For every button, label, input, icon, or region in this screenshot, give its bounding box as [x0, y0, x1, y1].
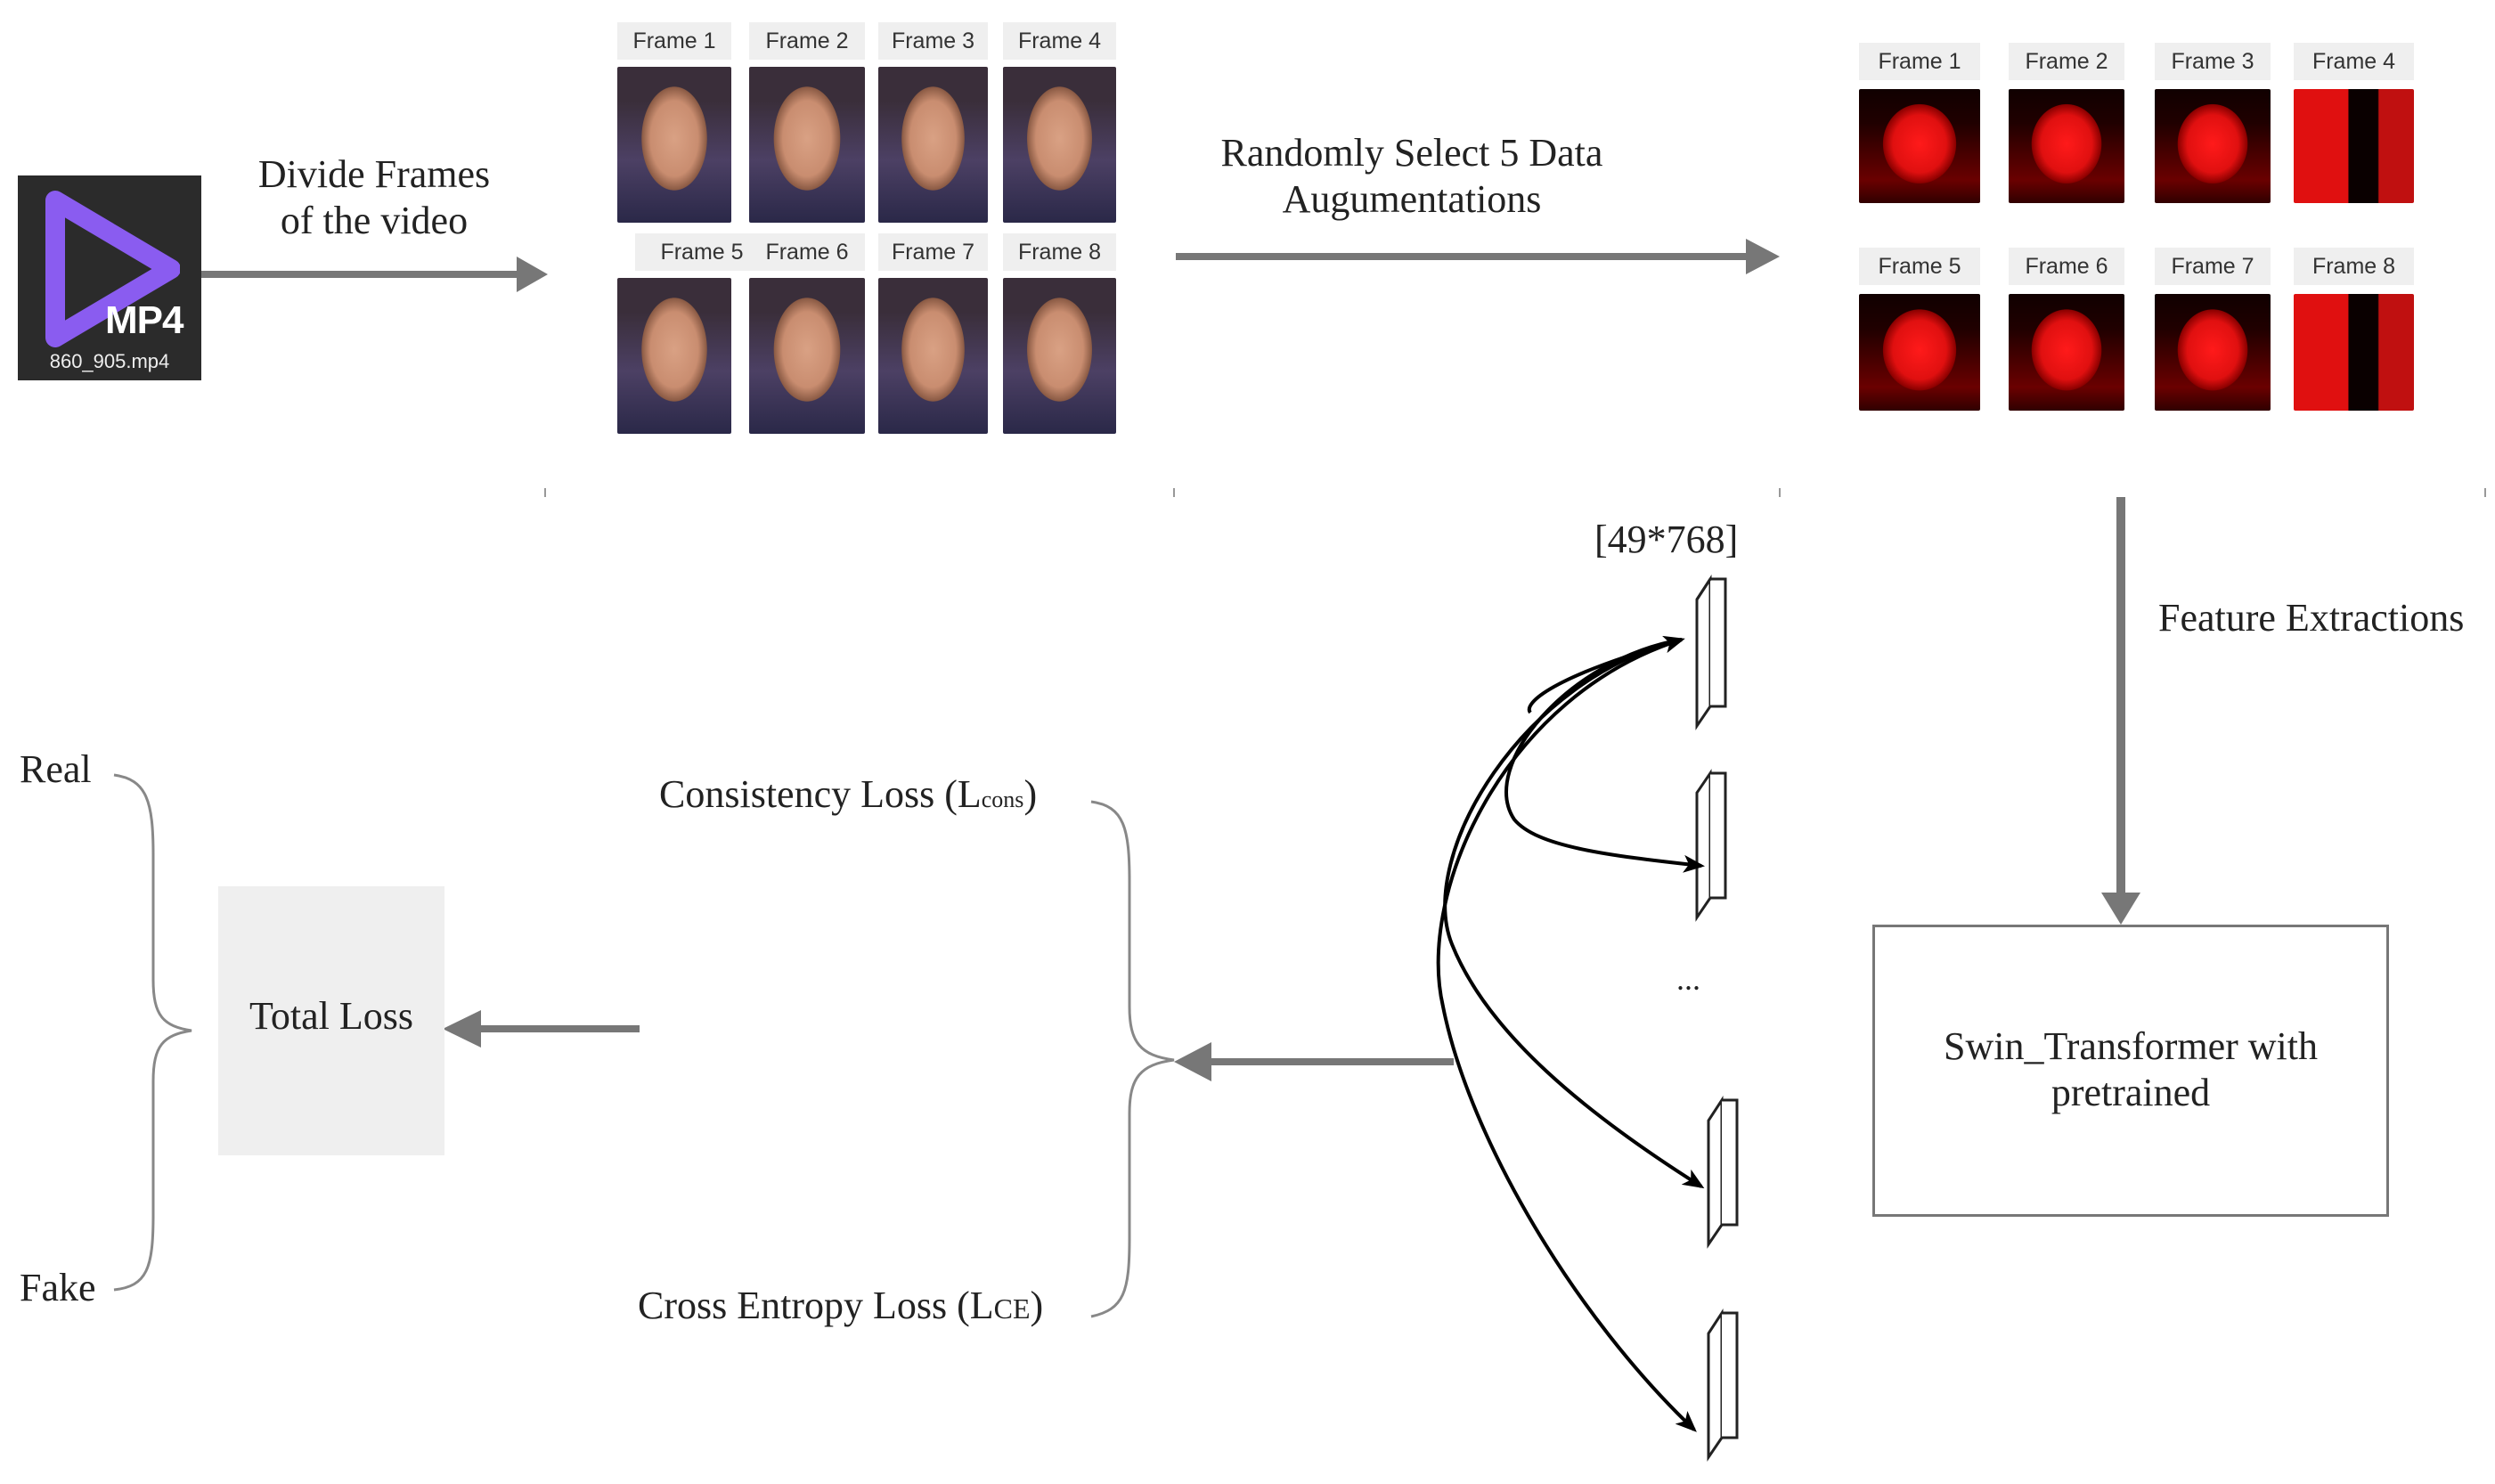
fake-label: Fake [20, 1266, 96, 1309]
mp4-badge: MP4 [105, 298, 183, 342]
feature-extraction-label: Feature Extractions [2158, 596, 2465, 640]
divide-frames-label: Divide Frames of the video [257, 152, 491, 242]
frame-tile: Frame 4 [2294, 43, 2414, 203]
consistency-loss-subscript: cons [981, 787, 1024, 812]
face-image [2294, 294, 2414, 411]
cross-entropy-loss-text: Cross Entropy Loss (L [638, 1284, 994, 1327]
frame-tile: Frame 1 [1859, 43, 1980, 203]
face-image [878, 278, 988, 434]
similarity-curves [1436, 635, 1705, 1432]
frame-label: Frame 2 [2009, 43, 2124, 80]
frame-tile: Frame 2 [749, 22, 865, 223]
feature-vector [1695, 574, 1727, 730]
arrow-features-to-losses [1174, 1042, 1454, 1081]
frame-tile: Frame 5 [1859, 248, 1980, 411]
frame-tile: Frame 7 [878, 233, 988, 434]
frame-label: Frame 8 [1003, 233, 1116, 271]
frame-tile: Frame 8 [2294, 248, 2414, 411]
real-label: Real [20, 747, 92, 791]
feature-dimension-label: [49*768] [1594, 518, 1739, 561]
brace-losses [1090, 800, 1175, 1318]
cross-entropy-loss-subscript: CE [993, 1292, 1031, 1325]
cross-entropy-loss-label: Cross Entropy Loss (LCE) [638, 1283, 1043, 1328]
ellipsis-label: ... [1676, 961, 1700, 997]
frame-tile: Frame 8 [1003, 233, 1116, 434]
frame-label: Frame 7 [878, 233, 988, 271]
arrow-to-total-loss [443, 1010, 640, 1048]
frame-label: Frame 4 [1003, 22, 1116, 60]
frame-tile: Frame 6 [749, 233, 865, 434]
augmented-frames-grid: Frame 1 Frame 2 Frame 3 Frame 4 Frame 5 … [1859, 43, 2416, 411]
face-image [1003, 67, 1116, 223]
frame-label: Frame 6 [749, 233, 865, 271]
frame-tile: Frame 3 [2155, 43, 2271, 203]
frame-tile: Frame 2 [2009, 43, 2124, 203]
face-image [749, 278, 865, 434]
frame-label: Frame 4 [2294, 43, 2414, 80]
consistency-loss-paren: ) [1023, 772, 1038, 816]
frame-label: Frame 6 [2009, 248, 2124, 285]
face-image [2009, 294, 2124, 411]
frame-label: Frame 3 [2155, 43, 2271, 80]
face-image [878, 67, 988, 223]
frame-label: Frame 5 [1859, 248, 1980, 285]
cross-entropy-loss-paren: ) [1030, 1284, 1044, 1327]
section-marks [544, 488, 2486, 497]
consistency-loss-label: Consistency Loss (Lcons) [659, 771, 1037, 817]
frame-tile: Frame 4 [1003, 22, 1116, 223]
face-image [617, 278, 731, 434]
face-image [2294, 89, 2414, 203]
original-frames-grid: Frame 1 Frame 2 Frame 3 Frame 4 Frame 5 … [617, 22, 1116, 434]
frame-tile: Frame 3 [878, 22, 988, 223]
frame-label: Frame 2 [749, 22, 865, 60]
total-loss-box: Total Loss [218, 886, 444, 1155]
feature-vector [1707, 1308, 1739, 1462]
feature-vector [1695, 769, 1727, 922]
frame-tile: Frame 1 [617, 22, 731, 223]
frame-label: Frame 8 [2294, 248, 2414, 285]
augmentation-label: Randomly Select 5 Data Augumentations [1220, 131, 1603, 221]
frame-label: Frame 5 [635, 233, 769, 271]
swin-transformer-box: Swin_Transformer with pretrained [1872, 925, 2389, 1217]
frame-label: Frame 1 [617, 22, 731, 60]
mp4-file-icon[interactable]: MP4 860_905.mp4 [18, 175, 201, 380]
face-image [617, 67, 731, 223]
play-triangle-icon [45, 191, 180, 347]
face-image [749, 67, 865, 223]
face-image [2009, 89, 2124, 203]
mp4-filename: 860_905.mp4 [49, 350, 170, 372]
face-image [1859, 89, 1980, 203]
arrow-divide-frames [200, 257, 548, 292]
arrow-augment [1176, 239, 1780, 274]
frame-tile: Frame 6 [2009, 248, 2124, 411]
frame-label: Frame 3 [878, 22, 988, 60]
consistency-loss-text: Consistency Loss (L [659, 772, 982, 816]
total-loss-label: Total Loss [249, 994, 413, 1038]
arrow-feature-extraction [2101, 497, 2140, 925]
frame-label: Frame 7 [2155, 248, 2271, 285]
frame-tile: Frame 7 [2155, 248, 2271, 411]
swin-transformer-label: Swin_Transformer with pretrained [1943, 1024, 2319, 1114]
frame-label: Frame 1 [1859, 43, 1980, 80]
feature-vector [1707, 1095, 1739, 1249]
brace-outputs [113, 773, 192, 1292]
frame-tile: Frame 5 [617, 233, 769, 434]
face-image [1003, 278, 1116, 434]
face-image [2155, 89, 2271, 203]
face-image [2155, 294, 2271, 411]
face-image [1859, 294, 1980, 411]
